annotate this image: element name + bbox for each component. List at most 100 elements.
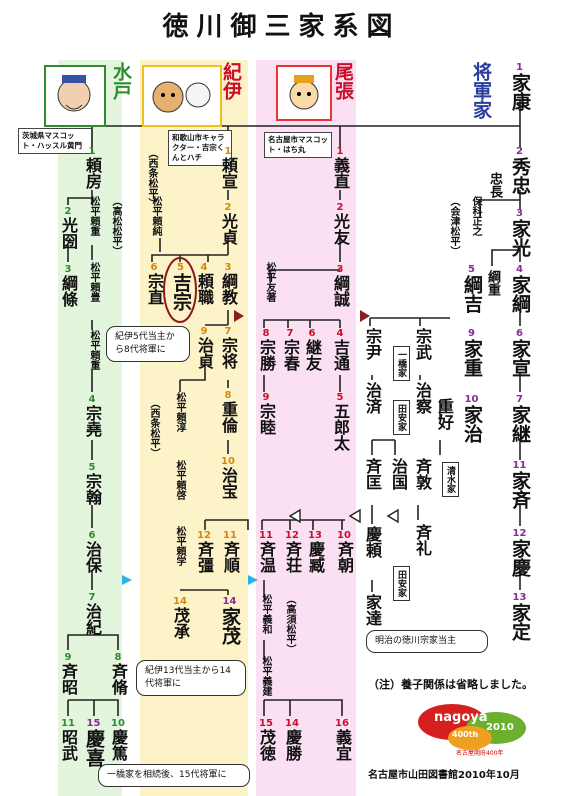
owari-side-takasu-note: （高須松平）	[284, 594, 295, 654]
shogun-side-hoshina-note: （会津松平）	[448, 196, 459, 256]
mito-side-yoritoyo: 松平頼豊	[88, 262, 99, 302]
gosankyo-harusada: 治済	[363, 382, 382, 414]
logo-year: 2010	[486, 722, 514, 733]
callout-hitotsubashi15: 一橋家を相続後、15代将軍に	[98, 764, 250, 787]
gosankyo-iesato: 家達	[363, 594, 382, 626]
credit: 名古屋市山田図書館2010年10月	[368, 770, 520, 781]
mito-mascot-image	[44, 65, 106, 127]
gosankyo-nariyuki: 斉匡	[363, 458, 382, 490]
owari-mascot-note: 名古屋市マスコット・はち丸	[264, 132, 332, 159]
logo-sub: 400th	[452, 730, 479, 739]
mito-side-yorimasa: 松平頼重	[88, 330, 99, 370]
callout-meiji: 明治の徳川宗家当主	[366, 630, 488, 653]
gosankyo-harukuni: 治国	[389, 458, 408, 490]
callout-kii13: 紀伊13代当主から14代将軍に	[136, 660, 246, 696]
gosankyo-naritoshi: 斉敦	[413, 458, 432, 490]
house-mito: 水戸	[109, 62, 132, 100]
kii-side-saijo-note: （西条松平）	[146, 148, 157, 208]
kii-mascot-image	[142, 65, 222, 127]
owari-mascot-image	[276, 65, 332, 121]
house-kii: 紀伊	[219, 62, 242, 100]
tayasu-label: 田安家	[393, 400, 410, 435]
kii-side-yorihiro: 松平頼淳	[174, 392, 185, 432]
mito-mascot-note: 茨城県マスコット・ハッスル黄門	[18, 128, 92, 155]
gosankyo-munetada: 宗尹	[363, 328, 382, 360]
kii-mascot-note: 和歌山市キャラクター・吉宗くんとハチ	[168, 130, 232, 167]
mito-side-yorishige: 松平頼重	[88, 196, 99, 236]
kii-side-yorizumi: 松平頼純	[150, 196, 161, 236]
mito-band	[58, 60, 122, 796]
house-owari: 尾張	[331, 62, 354, 100]
owari-band	[256, 60, 356, 796]
owari-side-yoshitatsu: 松平義和	[260, 594, 271, 634]
kii-side-saijo-note2: （西条松平）	[148, 398, 159, 458]
logo-caption: 名古屋開府400年	[456, 750, 504, 757]
gosankyo-narihiro: 斉礼	[413, 524, 432, 556]
house-shogun: 将軍家	[469, 62, 492, 119]
kii-side-yorizane: 松平頼学	[174, 526, 185, 566]
shogun-side-tadanaga: 忠長	[487, 172, 502, 198]
tayasu-label-2: 田安家	[393, 566, 410, 601]
nagoya-400-logo: nagoya 400th 2010 名古屋開府400年	[412, 698, 530, 757]
shogun-side-tsunashige: 綱重	[485, 270, 500, 296]
owari-side-tomoaki: 松平友著	[264, 262, 275, 302]
gosankyo-yoshiyori: 慶頼	[363, 526, 382, 558]
gosankyo-haruakira: 治察	[413, 382, 432, 414]
gosankyo-munetake: 宗武	[413, 328, 432, 360]
page-title: 徳川御三家系図	[162, 12, 401, 42]
hitotsubashi-label: 一橋家	[393, 346, 410, 381]
owari-side-yoshitake: 松平義建	[260, 656, 271, 696]
gosankyo-shigeyoshi: 重好	[435, 398, 454, 430]
